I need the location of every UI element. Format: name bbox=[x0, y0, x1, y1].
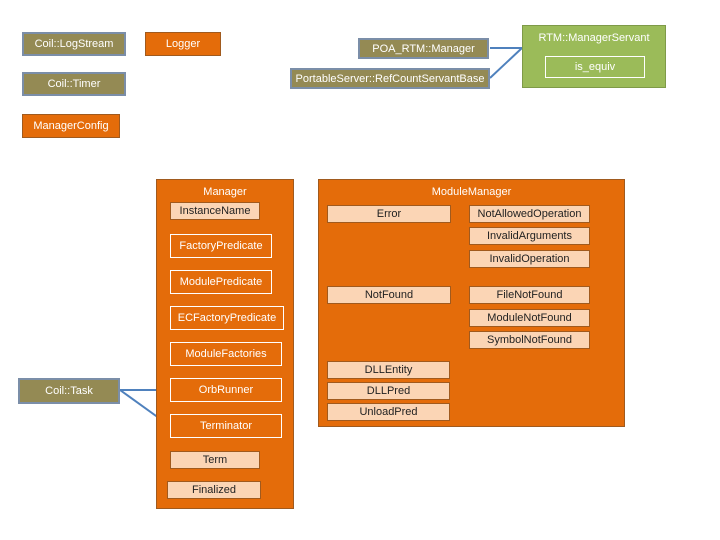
manager-item-orbrunner: OrbRunner bbox=[170, 378, 282, 402]
coil-logstream-label: Coil::LogStream bbox=[34, 38, 114, 50]
manager-title: Manager bbox=[203, 186, 247, 198]
coil-task-label: Coil::Task bbox=[45, 385, 93, 397]
coil-timer-label: Coil::Timer bbox=[47, 78, 101, 90]
manager-item-label: OrbRunner bbox=[198, 384, 254, 396]
coil-task-box: Coil::Task bbox=[18, 378, 120, 404]
manager-servant-label: RTM::ManagerServant bbox=[538, 32, 650, 44]
poa-manager-box: POA_RTM::Manager bbox=[358, 38, 489, 59]
error-child-label: NotAllowedOperation bbox=[477, 208, 582, 220]
manager-item-terminator: Terminator bbox=[170, 414, 282, 438]
manager-item-label: Finalized bbox=[191, 484, 237, 496]
manager-item-label: ModuleFactories bbox=[185, 348, 267, 360]
manager-item-finalized: Finalized bbox=[167, 481, 261, 499]
manager-item-ecfactorypredicate: ECFactoryPredicate bbox=[170, 306, 284, 330]
manager-item-label: FactoryPredicate bbox=[179, 240, 263, 252]
manager-item-label: ModulePredicate bbox=[179, 276, 263, 288]
refcount-servant-base-label: PortableServer::RefCountServantBase bbox=[295, 72, 485, 85]
notfound-child-modulenotfound: ModuleNotFound bbox=[469, 309, 590, 327]
manager-item-modulepredicate: ModulePredicate bbox=[170, 270, 272, 294]
link-refcount-servant bbox=[489, 47, 523, 79]
manager-item-modulefactories: ModuleFactories bbox=[170, 342, 282, 366]
notfound-child-label: ModuleNotFound bbox=[487, 312, 572, 324]
notfound-box: NotFound bbox=[327, 286, 451, 304]
coil-logstream-box: Coil::LogStream bbox=[22, 32, 126, 56]
error-child-invalidoperation: InvalidOperation bbox=[469, 250, 590, 268]
error-child-label: InvalidArguments bbox=[487, 230, 572, 242]
dllentity-box: DLLEntity bbox=[327, 361, 450, 379]
manager-config-label: ManagerConfig bbox=[33, 120, 109, 132]
manager-item-term: Term bbox=[170, 451, 260, 469]
dllentity-label: DLLEntity bbox=[364, 364, 413, 376]
dllpred-label: DLLPred bbox=[366, 385, 411, 397]
refcount-servant-base-box: PortableServer::RefCountServantBase bbox=[290, 68, 490, 89]
notfound-label: NotFound bbox=[364, 289, 414, 301]
dllpred-box: DLLPred bbox=[327, 382, 450, 400]
logger-box: Logger bbox=[145, 32, 221, 56]
manager-item-label: ECFactoryPredicate bbox=[177, 312, 277, 324]
manager-config-box: ManagerConfig bbox=[22, 114, 120, 138]
error-child-notallowedoperation: NotAllowedOperation bbox=[469, 205, 590, 223]
unloadpred-label: UnloadPred bbox=[359, 406, 418, 418]
notfound-child-label: FileNotFound bbox=[496, 289, 563, 301]
error-box: Error bbox=[327, 205, 451, 223]
poa-manager-label: POA_RTM::Manager bbox=[372, 42, 475, 55]
coil-timer-box: Coil::Timer bbox=[22, 72, 126, 96]
notfound-child-symbolnotfound: SymbolNotFound bbox=[469, 331, 590, 349]
manager-item-label: Terminator bbox=[200, 420, 252, 432]
notfound-child-filenotfound: FileNotFound bbox=[469, 286, 590, 304]
error-label: Error bbox=[376, 208, 402, 220]
error-child-invalidarguments: InvalidArguments bbox=[469, 227, 590, 245]
manager-item-instancename: InstanceName bbox=[170, 202, 260, 220]
notfound-child-label: SymbolNotFound bbox=[487, 334, 572, 346]
manager-item-label: InstanceName bbox=[179, 205, 251, 217]
manager-item-factorypredicate: FactoryPredicate bbox=[170, 234, 272, 258]
error-child-label: InvalidOperation bbox=[489, 253, 570, 265]
unloadpred-box: UnloadPred bbox=[327, 403, 450, 421]
logger-label: Logger bbox=[165, 38, 201, 50]
manager-servant-box: RTM::ManagerServant is_equiv bbox=[522, 25, 666, 88]
module-manager-title: ModuleManager bbox=[431, 186, 512, 198]
manager-item-label: Term bbox=[202, 454, 228, 466]
is-equiv-box: is_equiv bbox=[545, 56, 645, 78]
is-equiv-label: is_equiv bbox=[574, 61, 616, 73]
